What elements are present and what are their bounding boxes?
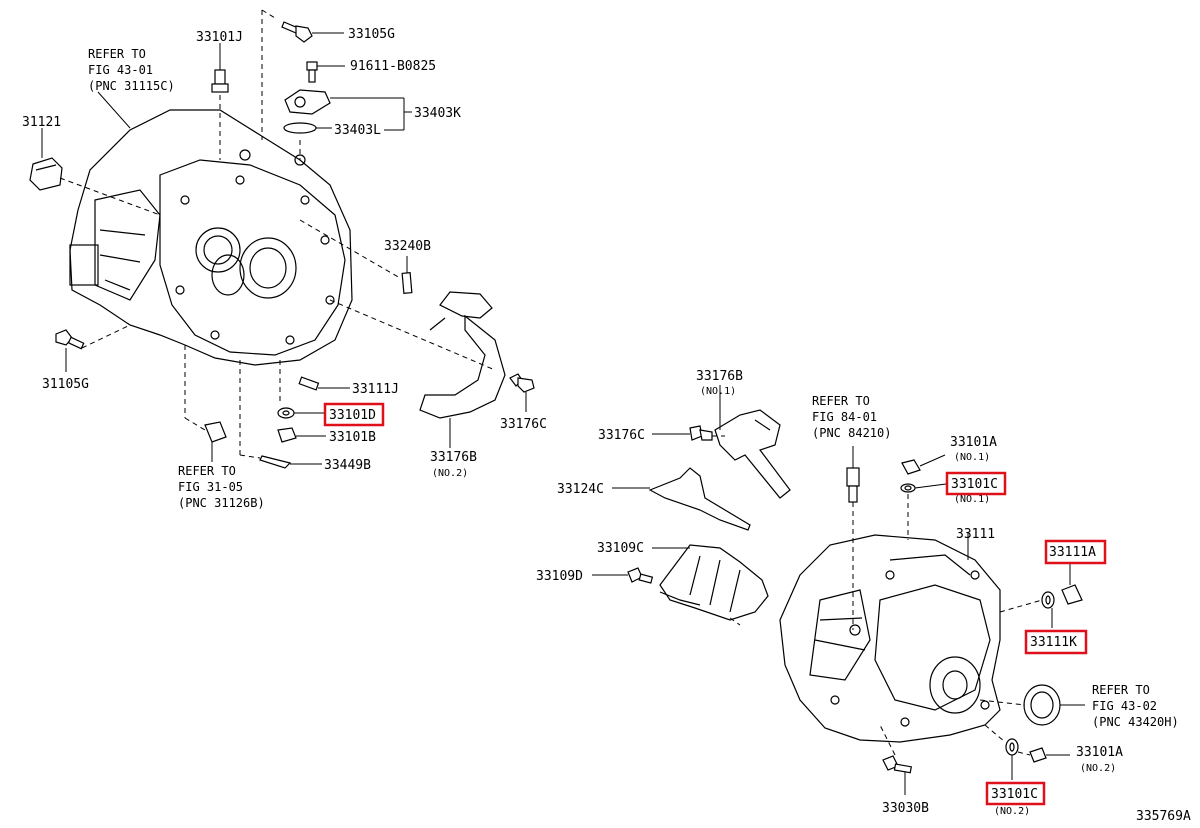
part-33101A-no2-plug [1029,747,1070,763]
part-33101J-plug [211,43,229,160]
label-31121[interactable]: 31121 [22,115,61,130]
label-33101D[interactable]: 33101D [329,408,376,423]
label-33111K[interactable]: 33111K [1030,635,1077,650]
part-33403K-cover [284,89,412,130]
part-31126B-ref [184,345,227,462]
ref-84-01-line1: REFER TO [812,394,870,408]
label-33101B[interactable]: 33101B [329,430,376,445]
ref-43-01-line2: FIG 43-01 [88,63,153,77]
ref-43-02-line3: (PNC 43420H) [1092,715,1179,729]
part-33101A-no1-plug [901,454,946,475]
label-33101J[interactable]: 33101J [196,30,243,45]
part-33101D-gasket [277,407,326,419]
ref-31-05-line1: REFER TO [178,464,236,478]
part-33111A-plug [1061,563,1083,605]
part-33101B-plug [277,427,326,443]
part-33111K-gasket [999,591,1055,628]
part-33101C-no2-gasket [984,724,1031,780]
highlight-33101D [323,402,385,427]
ref-43-01-line1: REFER TO [88,47,146,61]
part-33449B-clip [259,455,322,469]
part-33240B-pin [299,219,413,294]
label-33176B-left-sub: (NO.2) [432,468,468,479]
label-33101C-bot[interactable]: 33101C [991,787,1038,802]
part-33109D-bolt [592,567,654,584]
ref-43-02-line1: REFER TO [1092,683,1150,697]
label-33449B[interactable]: 33449B [324,458,371,473]
part-31105G-bolt [55,324,131,372]
highlight-33101C-bot [985,781,1046,806]
ref-84-01-line3: (PNC 84210) [812,426,891,440]
diagram-id: 335769A [1136,809,1191,824]
label-33109C[interactable]: 33109C [597,541,644,556]
label-33403K[interactable]: 33403K [414,106,461,121]
ref-fig-84-01[interactable]: REFER TO FIG 84-01 (PNC 84210) [812,394,891,440]
label-33124C[interactable]: 33124C [557,482,604,497]
highlight-33111K [1024,629,1088,655]
highlight-33111A [1044,539,1107,565]
transmission-case [779,532,1001,743]
label-33176B-left[interactable]: 33176B [430,450,477,465]
label-33176C-right[interactable]: 33176C [598,428,645,443]
label-33240B[interactable]: 33240B [384,239,431,254]
label-33101A-bot-sub: (NO.2) [1080,763,1116,774]
label-33176C-left[interactable]: 33176C [500,417,547,432]
part-33176C-bolt-left [509,373,535,412]
part-84210-sensor [846,446,860,630]
ref-43-01-line3: (PNC 31115C) [88,79,175,93]
part-33111J-pin [298,376,350,391]
label-33111J[interactable]: 33111J [352,382,399,397]
highlight-33101C-top [945,471,1007,496]
label-33101C-top[interactable]: 33101C [951,477,998,492]
label-33105G-top[interactable]: 33105G [348,27,395,42]
label-33101A-top-sub: (NO.1) [954,452,990,463]
part-33403L-oring [283,122,404,134]
label-33403L[interactable]: 33403L [334,123,381,138]
part-31121-bushing [29,128,161,216]
ref-fig-31-05[interactable]: REFER TO FIG 31-05 (PNC 31126B) [178,464,265,510]
part-91611-bolt [306,61,345,83]
part-33105G-bolt [281,21,344,43]
part-43420H-seal [979,684,1085,726]
label-33101C-top-sub: (NO.1) [954,494,990,505]
part-33109C-shield [652,544,769,626]
ref-fig-43-01[interactable]: REFER TO FIG 43-01 (PNC 31115C) [88,47,175,93]
label-33176B-right[interactable]: 33176B [696,369,743,384]
part-33176B-no1-bracket [714,385,791,499]
label-33101C-bot-sub: (NO.2) [994,806,1030,817]
label-33111A[interactable]: 33111A [1049,545,1096,560]
ref-31-05-line2: FIG 31-05 [178,480,243,494]
transaxle-housing [69,109,353,366]
label-33176B-right-sub: (NO.1) [700,386,736,397]
ref-43-02-line2: FIG 43-02 [1092,699,1157,713]
label-33101A-top[interactable]: 33101A [950,435,997,450]
part-33176B-no2-bracket [329,291,506,448]
ref-84-01-line2: FIG 84-01 [812,410,877,424]
label-33111[interactable]: 33111 [956,527,995,542]
label-31105G[interactable]: 31105G [42,377,89,392]
label-91611[interactable]: 91611-B0825 [350,59,436,74]
part-33030B-bolt [879,724,912,795]
label-33030B[interactable]: 33030B [882,801,929,816]
ref-fig-43-02[interactable]: REFER TO FIG 43-02 (PNC 43420H) [1092,683,1179,729]
part-33124C-bracket [612,467,751,531]
label-33101A-bot[interactable]: 33101A [1076,745,1123,760]
part-33176C-bolt-right [652,425,725,441]
label-33109D[interactable]: 33109D [536,569,583,584]
ref-31-05-line3: (PNC 31126B) [178,496,265,510]
part-33101C-no1-gasket [900,483,947,540]
